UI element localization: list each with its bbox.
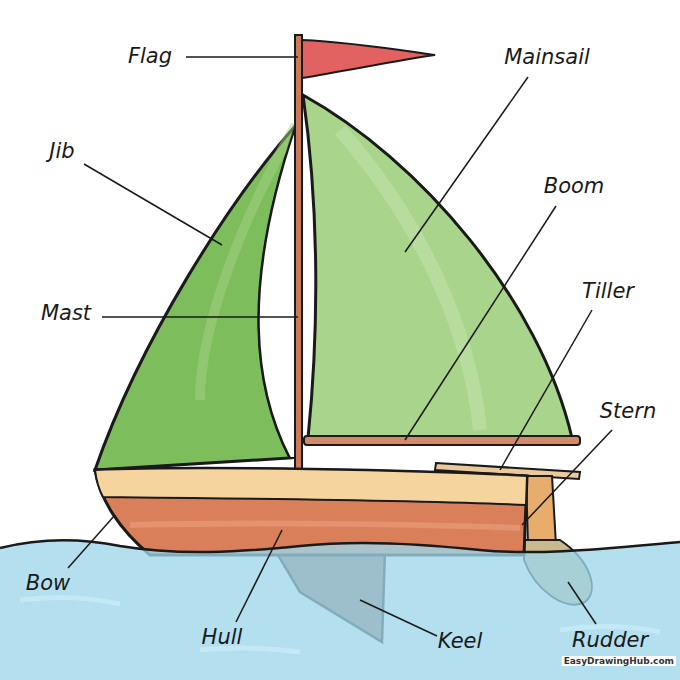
part-label: Flag	[128, 45, 172, 68]
boom-spar	[304, 436, 580, 445]
mainsail-sail	[303, 95, 572, 438]
part-label: Mast	[41, 302, 91, 325]
rudder-post	[526, 476, 556, 545]
part-label: Bow	[26, 572, 70, 595]
leader-line	[405, 206, 556, 440]
part-label: Boom	[544, 175, 605, 198]
water-ripples	[20, 597, 660, 652]
part-label: Hull	[202, 626, 243, 649]
water-line	[0, 540, 680, 552]
leader-line	[405, 77, 528, 252]
leader-line	[522, 430, 612, 525]
leader-line	[500, 310, 592, 470]
part-label: Jib	[49, 140, 74, 163]
leader-line	[68, 515, 115, 568]
part-label: Stern	[600, 400, 656, 423]
leader-line	[568, 582, 596, 624]
leader-lines	[68, 57, 612, 636]
leader-line	[236, 530, 282, 622]
jib-gap	[259, 125, 296, 458]
watermark: EasyDrawingHub.com	[562, 656, 676, 666]
flag-shape	[302, 40, 435, 78]
hull-band	[95, 468, 527, 505]
water-area	[0, 540, 680, 680]
leader-line	[84, 164, 222, 245]
mast-pole	[295, 35, 302, 482]
part-label: Mainsail	[504, 46, 590, 69]
hull-shine	[130, 524, 520, 528]
part-label: Rudder	[572, 629, 648, 652]
hull-body	[95, 468, 527, 555]
jib-sail	[95, 125, 296, 470]
part-label: Keel	[438, 630, 483, 653]
leader-line	[102, 316, 298, 318]
leader-line	[186, 56, 298, 58]
leader-line	[360, 600, 437, 636]
part-label: Tiller	[582, 280, 634, 303]
